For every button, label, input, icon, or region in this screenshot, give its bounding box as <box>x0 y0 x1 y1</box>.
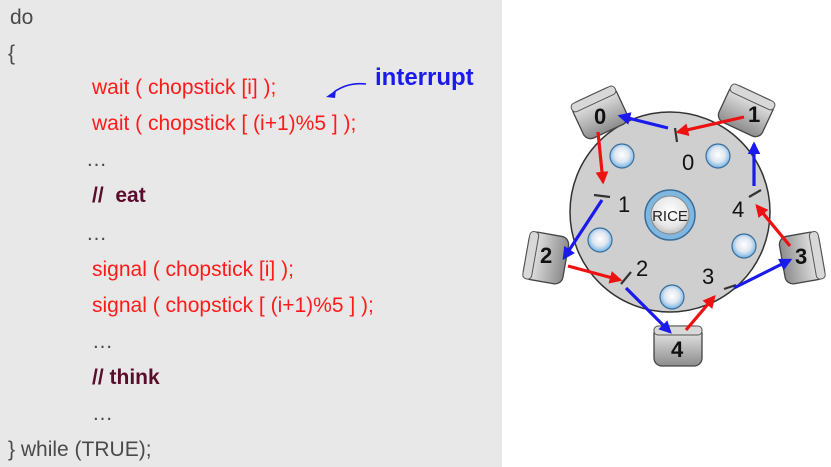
code-panel: do { wait ( chopstick [i] ); wait ( chop… <box>0 0 502 467</box>
code-line-wait-left: wait ( chopstick [i] ); <box>92 76 277 99</box>
rice-bowl-center <box>650 195 690 235</box>
chair-back <box>570 85 617 113</box>
rice-label: RICE <box>652 208 688 225</box>
chopstick-label-4: 4 <box>732 197 744 222</box>
code-comment-think: // think <box>92 366 160 389</box>
code-line-wait-right: wait ( chopstick [ (i+1)%5 ] ); <box>92 112 357 135</box>
plate-1 <box>705 143 731 169</box>
chopstick-3 <box>723 283 737 291</box>
chopstick-2 <box>620 271 632 285</box>
arrow-red-1 <box>675 115 745 136</box>
arrow-red-3 <box>755 204 792 248</box>
code-line-do: do <box>10 6 34 29</box>
code-line-signal-left: signal ( chopstick [i] ); <box>92 258 294 281</box>
code-line-open-brace: { <box>8 42 16 65</box>
dining-philosophers-diagram: RICE 0 1 2 3 4 0 1 2 3 4 <box>522 83 826 367</box>
code-line-ellipsis: … <box>92 402 113 425</box>
philosopher-chair-0 <box>570 85 629 140</box>
philosopher-label-0: 0 <box>594 104 606 129</box>
arrow-red-2 <box>567 264 623 284</box>
plate-4 <box>659 284 685 310</box>
plate-0 <box>609 143 635 169</box>
plate-3 <box>731 233 757 259</box>
chopstick-label-2: 2 <box>636 256 648 281</box>
chair-back <box>808 231 826 280</box>
arrow-red-4 <box>684 295 716 332</box>
code-line-ellipsis: … <box>86 148 107 171</box>
arrow-red-0 <box>595 131 609 185</box>
chair-back <box>729 83 776 111</box>
arrow-blue-6 <box>562 199 604 261</box>
interrupt-label: interrupt <box>375 64 474 91</box>
chopstick-4 <box>748 189 762 198</box>
philosopher-label-1: 1 <box>748 102 760 127</box>
arrow-blue-5 <box>617 112 669 130</box>
philosopher-label-3: 3 <box>795 244 807 269</box>
interrupt-arrow-icon <box>326 82 367 98</box>
code-line-close-while: } while (TRUE); <box>8 438 152 461</box>
arrow-blue-8 <box>624 286 672 334</box>
code-line-ellipsis: … <box>92 330 113 353</box>
chair-back <box>653 325 703 336</box>
philosopher-chair-2 <box>522 231 570 285</box>
code-line-signal-right: signal ( chopstick [ (i+1)%5 ] ); <box>92 294 374 317</box>
code-comment-eat: // eat <box>92 184 146 207</box>
code-line-ellipsis: … <box>86 222 107 245</box>
chopstick-label-1: 1 <box>618 192 630 217</box>
chopstick-label-3: 3 <box>702 264 714 289</box>
philosopher-label-4: 4 <box>671 337 684 362</box>
chopstick-label-0: 0 <box>682 150 694 175</box>
philosopher-chair-1 <box>717 83 776 138</box>
philosopher-label-2: 2 <box>540 243 552 268</box>
chopstick-1 <box>593 193 611 199</box>
arrow-blue-9 <box>733 258 793 290</box>
chair-back <box>522 231 540 280</box>
plate-2 <box>587 227 613 253</box>
